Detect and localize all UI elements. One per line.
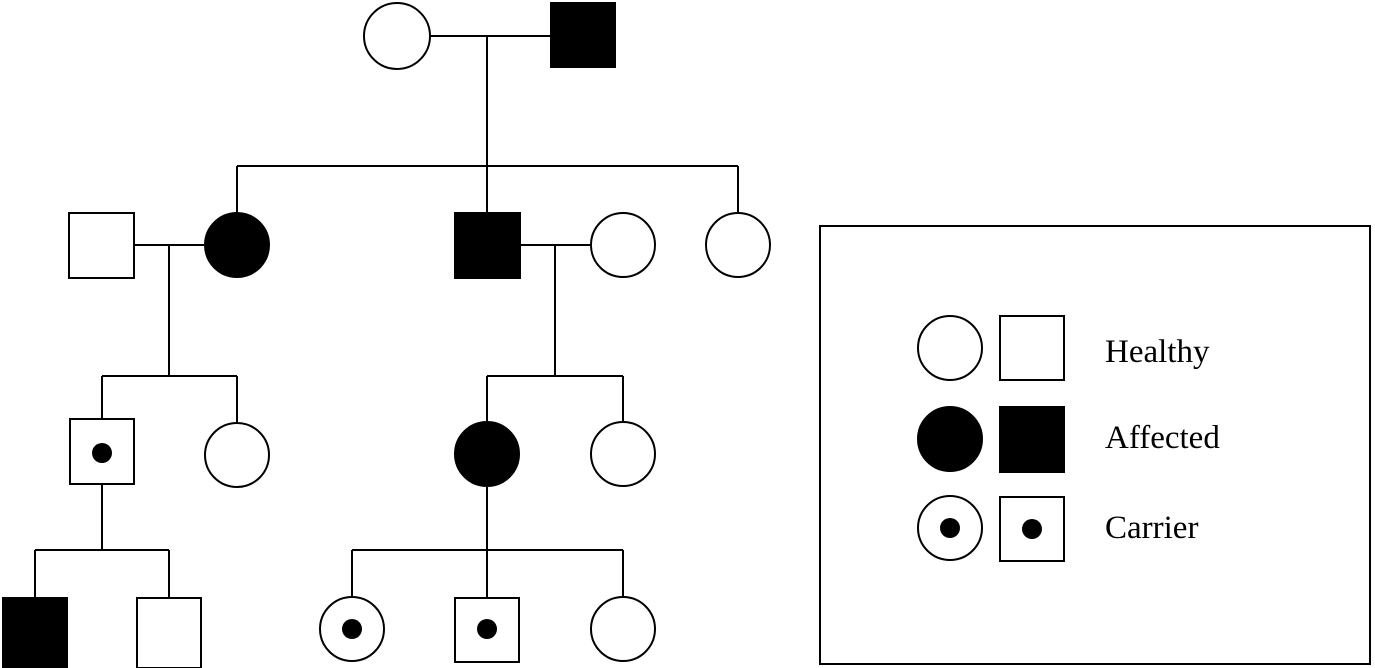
legend-carrier-circle-icon — [917, 495, 983, 561]
gen4-female-carrier — [319, 596, 385, 662]
gen2-spouse-female-healthy — [590, 212, 656, 278]
legend: Healthy Affected Carrier — [819, 225, 1371, 665]
legend-affected-label: Affected — [1105, 420, 1220, 456]
gen2-spouse-male-healthy — [68, 212, 135, 279]
gen4-male-affected — [2, 597, 68, 668]
legend-healthy-label: Healthy — [1105, 334, 1210, 370]
carrier-dot — [477, 619, 497, 639]
gen2-female-healthy — [705, 212, 771, 278]
gen3-female-affected — [454, 421, 520, 487]
legend-healthy-square-icon — [999, 315, 1065, 381]
gen2-female-affected — [204, 212, 270, 278]
gen3-female-healthy-left — [204, 422, 270, 488]
gen2-male-affected — [454, 212, 521, 279]
carrier-dot — [342, 619, 362, 639]
gen1-male-affected — [550, 2, 616, 68]
legend-affected-square-icon — [999, 406, 1065, 473]
gen4-female-healthy — [590, 596, 656, 662]
legend-frame — [819, 225, 1371, 665]
legend-healthy-circle-icon — [917, 315, 983, 381]
pedigree-lines — [34, 35, 739, 597]
gen3-male-carrier — [69, 418, 135, 485]
legend-affected-circle-icon — [917, 406, 983, 472]
legend-carrier-label: Carrier — [1105, 510, 1198, 546]
gen4-male-carrier — [454, 597, 520, 663]
legend-carrier-square-icon — [999, 496, 1065, 562]
gen3-female-healthy-right — [590, 421, 656, 487]
gen1-female-healthy — [363, 2, 431, 70]
gen4-male-healthy — [136, 597, 202, 668]
carrier-dot — [92, 443, 112, 463]
